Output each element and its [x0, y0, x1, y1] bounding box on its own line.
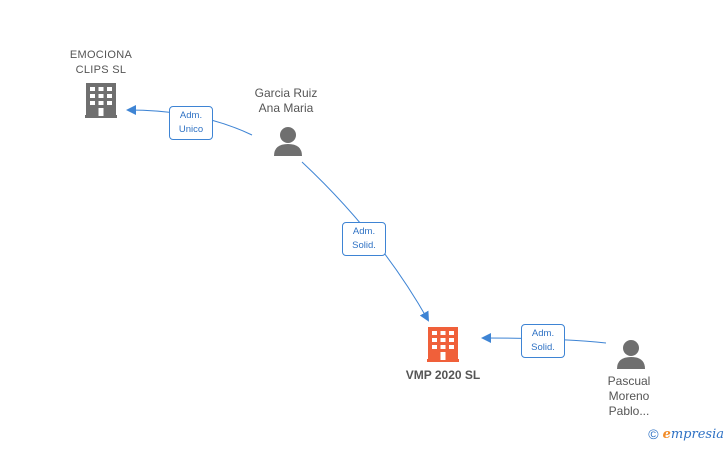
node-label-vmp[interactable]: VMP 2020 SL	[405, 368, 481, 382]
building-icon[interactable]	[427, 327, 459, 362]
edge-label-pascual-vmp: Adm. Solid.	[521, 324, 565, 358]
node-label-garcia[interactable]: Garcia Ruiz Ana Maria	[254, 86, 318, 115]
brand-logo: empresia	[662, 426, 724, 442]
copyright-watermark: © empresia	[648, 426, 724, 442]
copyright-symbol: ©	[648, 426, 659, 442]
node-label-pascual[interactable]: Pascual Moreno Pablo...	[607, 374, 651, 418]
building-icon[interactable]	[85, 83, 117, 118]
node-label-emociona[interactable]: EMOCIONA CLIPS SL	[69, 49, 133, 76]
person-icon[interactable]	[274, 127, 302, 156]
person-icon[interactable]	[617, 340, 645, 369]
edge-label-garcia-vmp: Adm. Solid.	[342, 222, 386, 256]
edge-label-garcia-emociona: Adm. Unico	[169, 106, 213, 140]
